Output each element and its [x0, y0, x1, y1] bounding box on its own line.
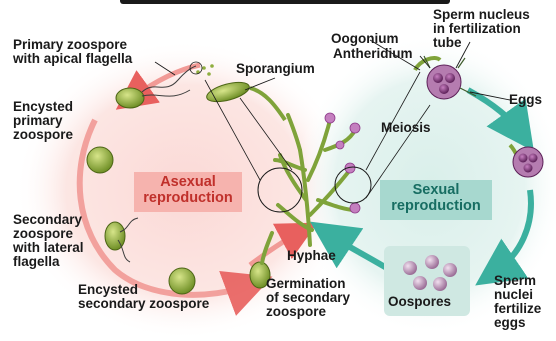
- label-secondary-zoospore: Secondary zoospore with lateral flagella: [13, 213, 84, 269]
- title-fragment: [120, 0, 450, 4]
- label-sperm-nucleus: Sperm nucleus in fertilization tube: [433, 8, 530, 50]
- label-meiosis: Meiosis: [381, 121, 431, 135]
- label-sperm-nuclei: Sperm nuclei fertilize eggs: [494, 274, 541, 330]
- label-sporangium: Sporangium: [236, 62, 315, 76]
- label-eggs: Eggs: [509, 93, 542, 107]
- sexual-reproduction-box: Sexual reproduction: [380, 180, 492, 220]
- label-primary-zoospore: Primary zoospore with apical flagella: [13, 38, 132, 66]
- label-hyphae: Hyphae: [287, 249, 336, 263]
- label-oospores: Oospores: [388, 295, 451, 309]
- label-oogonium: Oogonium: [331, 32, 399, 46]
- label-germination: Germination of secondary zoospore: [266, 277, 350, 319]
- asexual-reproduction-box: Asexual reproduction: [134, 172, 242, 212]
- label-encysted-secondary: Encysted secondary zoospore: [78, 283, 209, 311]
- label-antheridium: Antheridium: [333, 47, 413, 61]
- encysted-primary-zoospore: [87, 147, 113, 173]
- label-encysted-primary: Encysted primary zoospore: [13, 100, 73, 142]
